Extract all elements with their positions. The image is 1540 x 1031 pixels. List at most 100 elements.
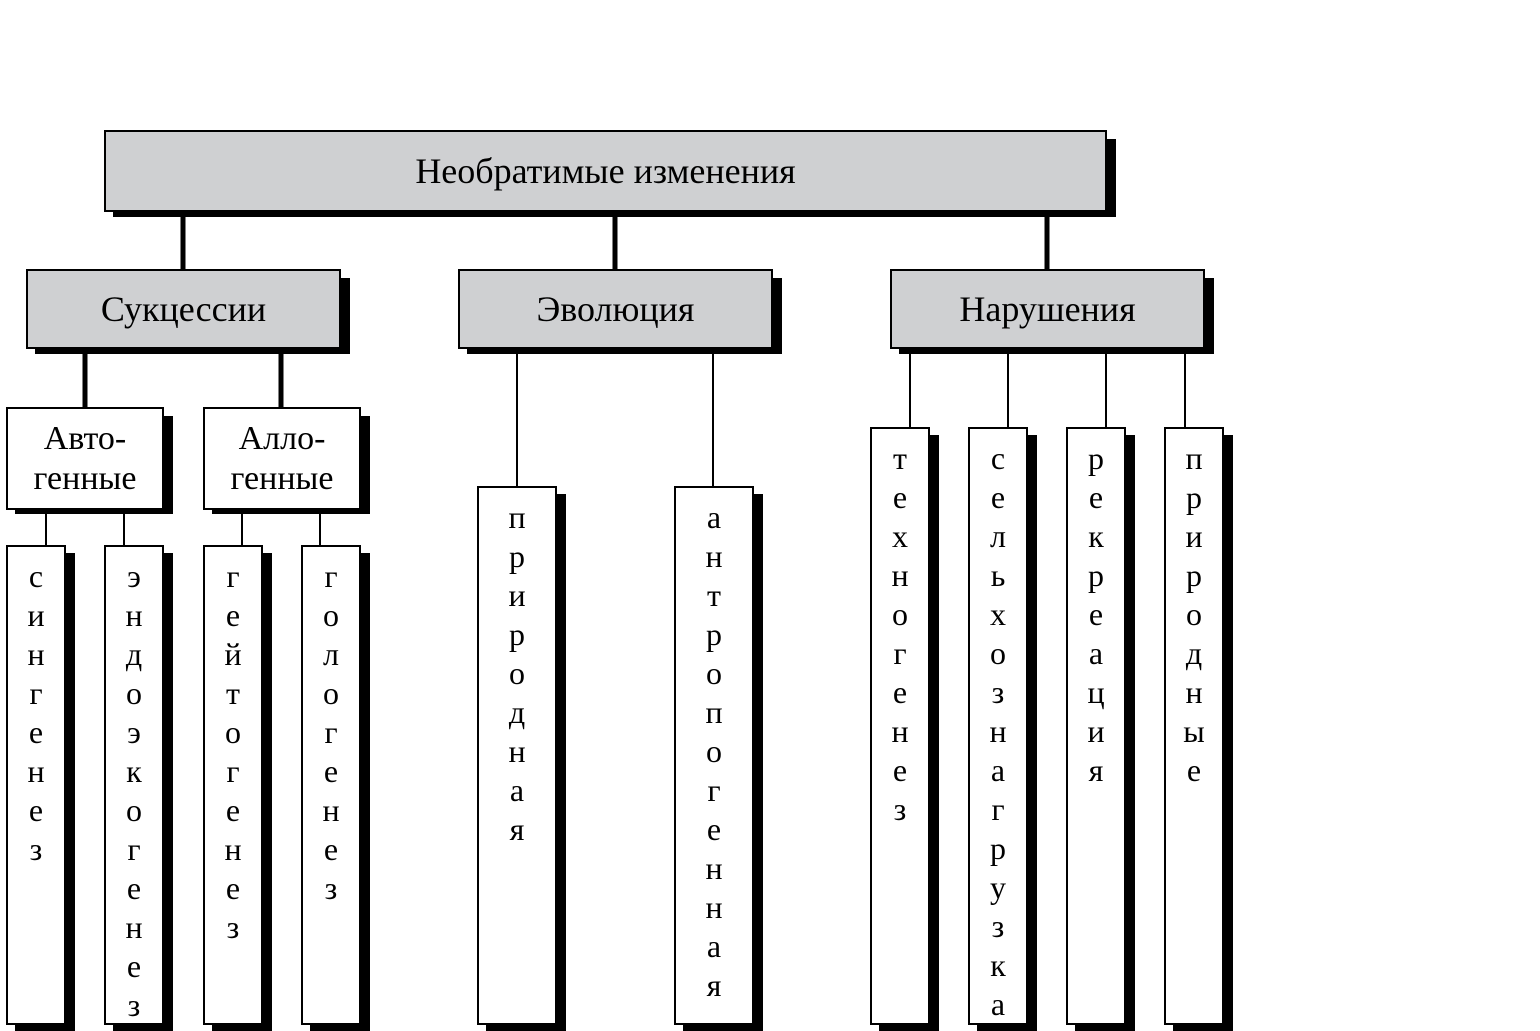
category-label: Сукцессии: [100, 289, 267, 329]
leaf-letter: и: [27, 597, 45, 633]
leaf-letter: е: [990, 479, 1006, 515]
leaf-letter: н: [508, 733, 526, 769]
leaf-letter: г: [127, 831, 141, 867]
leaf-letter: е: [892, 752, 908, 788]
leaf-letter: ь: [990, 557, 1006, 593]
leaf-letter: н: [705, 889, 723, 925]
leaf-letter: о: [126, 675, 142, 711]
leaf-letter: э: [127, 558, 141, 594]
leaf-letter: р: [990, 830, 1006, 866]
leaf-letter: з: [991, 674, 1005, 710]
leaf-letter: а: [706, 499, 722, 535]
leaf-letter: н: [125, 909, 143, 945]
leaf-letter: о: [1186, 596, 1202, 632]
leaf-letter: е: [225, 870, 241, 906]
subgroup-label: Алло- генные: [205, 419, 359, 499]
leaf-letter: г: [324, 558, 338, 594]
leaf-letter: я: [509, 811, 525, 847]
leaf-letter: к: [1088, 518, 1104, 554]
leaf-letter: и: [1087, 713, 1105, 749]
leaf-letter: р: [1186, 557, 1202, 593]
category-evolyuciya: Эволюция: [458, 269, 773, 349]
leaf-letter: н: [705, 850, 723, 886]
leaf-letter: я: [1088, 752, 1104, 788]
leaf-letter: р: [1088, 557, 1104, 593]
leaf-letter: д: [125, 636, 143, 672]
category-label: Эволюция: [536, 289, 695, 329]
leaf-letter: и: [1185, 518, 1203, 554]
leaf-letter: н: [705, 538, 723, 574]
category-narusheniya: Нарушения: [890, 269, 1205, 349]
leaf-letter: з: [893, 791, 907, 827]
leaf-letter: о: [706, 733, 722, 769]
leaf-letter: о: [990, 635, 1006, 671]
leaf-letter: е: [892, 674, 908, 710]
leaf-letter: л: [323, 636, 339, 672]
leaf-letter: з: [127, 987, 141, 1023]
category-sukcessii: Сукцессии: [26, 269, 341, 349]
leaf-letter: а: [509, 772, 525, 808]
leaf-letter: е: [28, 714, 44, 750]
root-label: Необратимые изменения: [415, 151, 796, 191]
leaf-letter: а: [706, 928, 722, 964]
subgroup-label-line2: генные: [33, 459, 137, 497]
leaf-letter: е: [28, 792, 44, 828]
leaf-letter: а: [990, 752, 1006, 788]
leaf-letter: и: [508, 577, 526, 613]
leaf-letter: н: [989, 713, 1007, 749]
leaf-letter: е: [126, 948, 142, 984]
leaf-letter: з: [324, 870, 338, 906]
leaf-letter: ц: [1087, 674, 1105, 710]
leaf-letter: з: [991, 908, 1005, 944]
leaf-letter: т: [226, 675, 240, 711]
leaf-letter: е: [1088, 479, 1104, 515]
subgroup-label-line1: Авто-: [43, 419, 127, 457]
leaf-letter: х: [990, 596, 1006, 632]
leaf-letter: н: [125, 597, 143, 633]
leaf-letter: н: [891, 713, 909, 749]
subgroup-label-line1: Алло-: [238, 419, 326, 457]
subgroup-label: Авто- генные: [8, 419, 162, 499]
leaf-letter: п: [1185, 440, 1203, 476]
leaf-letter: н: [224, 831, 242, 867]
leaf-letter: н: [891, 557, 909, 593]
leaf-letter: т: [707, 577, 721, 613]
leaf-letter: г: [226, 558, 240, 594]
leaf-letter: к: [126, 753, 142, 789]
leaf-letter: я: [706, 967, 722, 1003]
leaf-letter: г: [893, 635, 907, 671]
leaf-letter: у: [990, 869, 1006, 905]
leaf-letter: о: [323, 675, 339, 711]
leaf-letter: й: [224, 636, 242, 672]
leaf-letter: х: [892, 518, 908, 554]
leaf-letter: с: [990, 440, 1006, 476]
leaf-letter: р: [509, 616, 525, 652]
leaf-letter: р: [509, 538, 525, 574]
leaf-letter: с: [28, 558, 44, 594]
leaf-letter: п: [705, 694, 723, 730]
leaf-letter: ы: [1183, 713, 1205, 749]
leaf-letter: о: [126, 792, 142, 828]
leaf-letter: г: [226, 753, 240, 789]
leaf-letter: о: [225, 714, 241, 750]
leaf-letter: е: [323, 753, 339, 789]
leaf-letter: з: [29, 831, 43, 867]
leaf-letter: н: [322, 792, 340, 828]
leaf-letter: е: [1186, 752, 1202, 788]
